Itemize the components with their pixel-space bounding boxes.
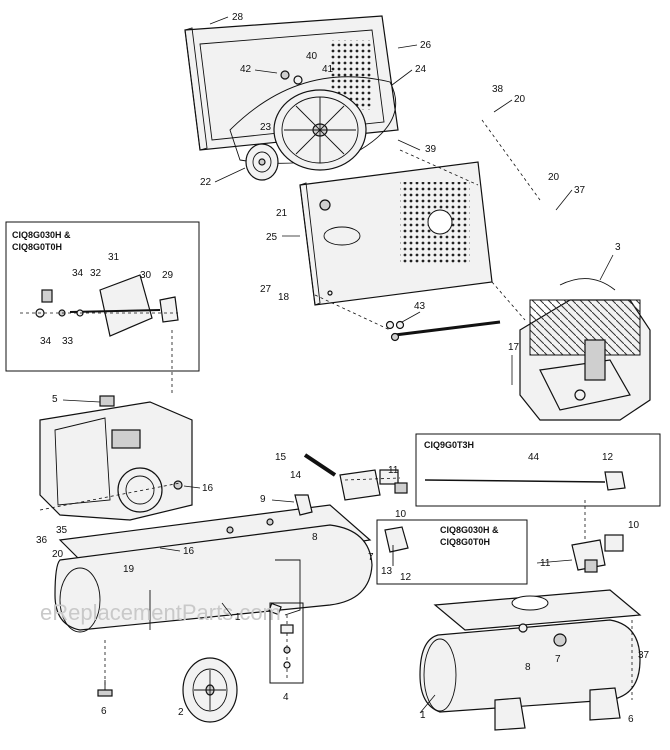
callout-16a: 16 [202,483,214,494]
belt-guard-brace [385,320,501,342]
callout-29: 29 [162,270,174,281]
fittings-box-bottom [384,526,409,566]
air-compressor-pump [519,278,651,421]
callout-30: 30 [140,270,152,281]
variant-label-ciq8-top-1: CIQ8G030H & [12,230,71,240]
variant-box-ciq9 [415,433,661,507]
callout-41: 41 [322,64,334,75]
callout-5: 5 [52,394,58,405]
callout-25: 25 [266,232,278,243]
variant-box-ciq8-top [5,221,200,372]
callout-39: 39 [425,144,437,155]
throttle-assembly [35,274,179,337]
callout-44: 44 [528,452,540,463]
callout-36: 36 [36,535,48,546]
callout-34a: 34 [72,268,84,279]
drain-bracket-box [269,602,304,684]
callout-19: 19 [123,564,135,575]
callout-38: 38 [492,84,504,95]
callout-17: 17 [508,342,520,353]
callout-9: 9 [260,494,266,505]
watermark: eReplacementParts.com [40,600,281,625]
callout-1b: 1 [420,710,426,721]
callout-43: 43 [414,301,426,312]
callout-28: 28 [232,12,244,23]
callout-23: 23 [260,122,272,133]
callout-20c: 20 [52,549,64,560]
hose-assembly-44 [424,471,626,491]
callout-26: 26 [420,40,432,51]
variant-label-ciq8-mid-2: CIQ8G0T0H [440,537,490,547]
callouts: 28 26 40 42 41 24 23 39 22 38 20 20 37 2… [36,12,650,725]
callout-12a: 12 [602,452,614,463]
callout-14: 14 [290,470,302,481]
assembly-lines [20,119,633,700]
callout-10a: 10 [395,509,407,520]
callout-35: 35 [56,525,68,536]
callout-33: 33 [62,336,74,347]
callout-42: 42 [240,64,252,75]
gas-engine [39,395,193,521]
callout-16b: 16 [183,546,195,557]
callout-8a: 8 [312,532,318,543]
fittings-center [294,453,408,516]
variant-box-ciq8-mid [376,519,528,585]
tank-wheel [182,657,238,723]
drain-valve-assembly [268,602,294,680]
callout-1a: 1 [235,612,241,623]
belt-guard-front [299,161,493,306]
callout-4: 4 [283,692,289,703]
variant-label-ciq8-mid-1: CIQ8G030H & [440,525,499,535]
callout-21: 21 [276,208,288,219]
variant-label-ciq8-top-2: CIQ8G0T0H [12,242,62,252]
right-air-tank [419,589,642,731]
callout-31: 31 [108,252,120,263]
callout-11a: 11 [388,465,399,476]
horizontal-air-tank [54,504,373,633]
callout-3: 3 [615,242,621,253]
callout-32: 32 [90,268,102,279]
callout-22: 22 [200,177,212,188]
callout-37a: 37 [574,185,586,196]
fittings-right [571,534,624,573]
callout-7a: 7 [368,552,374,563]
callout-2: 2 [178,707,184,718]
callout-7b: 7 [555,654,561,665]
belt-and-pulleys [229,70,397,181]
variant-label-ciq9: CIQ9G0T3H [424,440,474,450]
callout-6a: 6 [101,706,107,717]
callout-24: 24 [415,64,427,75]
callout-18: 18 [278,292,290,303]
callout-40: 40 [306,51,318,62]
callout-20a: 20 [514,94,526,105]
callout-20b: 20 [548,172,560,183]
callout-27: 27 [260,284,272,295]
leader-lines [62,16,614,714]
callout-11b: 11 [540,558,551,569]
callout-10b: 10 [628,520,640,531]
callout-13: 13 [381,566,393,577]
callout-12b: 12 [400,572,412,583]
callout-34b: 34 [40,336,52,347]
callout-8b: 8 [525,662,531,673]
callout-6b: 6 [628,714,634,725]
callout-15: 15 [275,452,287,463]
callout-37b: 37 [638,650,650,661]
